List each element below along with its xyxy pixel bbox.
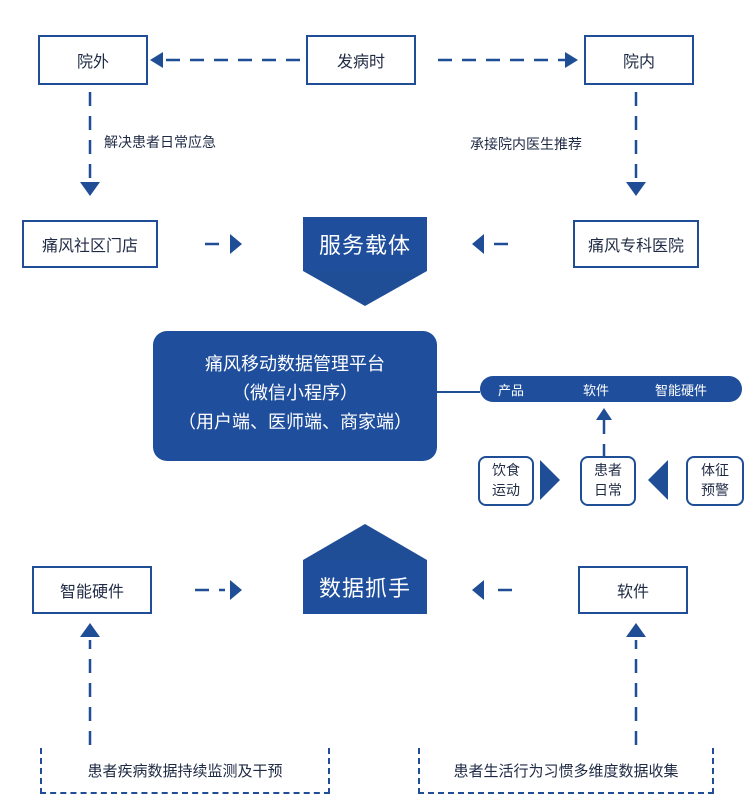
diet-node: 饮食 运动 <box>478 456 534 506</box>
product-bar-item-hardware: 智能硬件 <box>655 383 708 399</box>
arrow-down-inside <box>626 182 646 196</box>
clinic-box: 痛风社区门店 <box>22 220 158 268</box>
outside-box: 院外 <box>38 35 148 85</box>
arrow-up-patient <box>596 408 612 420</box>
service-carrier-label: 服务载体 <box>318 234 411 259</box>
software-box: 软件 <box>578 566 688 614</box>
inside-box: 院内 <box>584 35 694 85</box>
arrow-down-outside <box>80 182 100 196</box>
bottom-right-label: 患者生活行为习惯多维度数据收集 <box>453 761 679 780</box>
hardware-box: 智能硬件 <box>32 566 152 614</box>
service-carrier: 服务载体 <box>303 217 427 271</box>
clinic-label: 痛风社区门店 <box>41 236 138 255</box>
outside-label: 院外 <box>76 52 109 71</box>
carrier-chevron <box>303 271 427 306</box>
triangle-vitals-to-patient <box>648 460 668 500</box>
arrow-up-left-bottom <box>80 623 100 637</box>
hardware-label: 智能硬件 <box>59 582 124 601</box>
arrow-left-software <box>472 580 484 600</box>
arrow-left-hospital <box>472 234 484 254</box>
bottom-left-box: 患者疾病数据持续监测及干预 <box>40 748 330 794</box>
platform-line-2: （微信小程序） <box>232 383 358 404</box>
data-grabber-label: 数据抓手 <box>318 577 411 602</box>
arrow-left-outside <box>150 52 163 68</box>
platform-box: 痛风移动数据管理平台 （微信小程序） （用户端、医师端、商家端） <box>153 331 437 461</box>
product-bar-item-product: 产品 <box>498 383 525 399</box>
edge-label-left: 解决患者日常应急 <box>104 135 216 151</box>
product-bar-item-software: 软件 <box>583 383 610 399</box>
vitals-node: 体征 预警 <box>686 456 744 506</box>
edge-label-right: 承接院内医生推荐 <box>470 137 582 153</box>
inside-label: 院内 <box>622 52 655 71</box>
platform-line-3: （用户端、医师端、商家端） <box>178 412 412 433</box>
software-label: 软件 <box>616 582 649 601</box>
platform-line-1: 痛风移动数据管理平台 <box>205 354 385 375</box>
triangle-diet-to-patient <box>540 460 560 500</box>
hospital-box: 痛风专科医院 <box>573 220 699 268</box>
data-grabber: 数据抓手 <box>303 560 427 614</box>
product-bar: 产品 软件 智能硬件 <box>480 376 742 402</box>
onset-label: 发病时 <box>336 52 385 71</box>
grabber-roof <box>303 524 427 560</box>
bottom-right-box: 患者生活行为习惯多维度数据收集 <box>418 748 714 794</box>
arrow-right-hardware <box>230 580 242 600</box>
arrow-up-right-bottom <box>626 623 646 637</box>
arrow-right-clinic <box>230 234 242 254</box>
hospital-label: 痛风专科医院 <box>587 236 684 255</box>
patient-node: 患者 日常 <box>580 456 636 506</box>
arrow-right-inside <box>565 52 578 68</box>
onset-box: 发病时 <box>306 35 416 85</box>
bottom-left-label: 患者疾病数据持续监测及干预 <box>87 761 283 780</box>
